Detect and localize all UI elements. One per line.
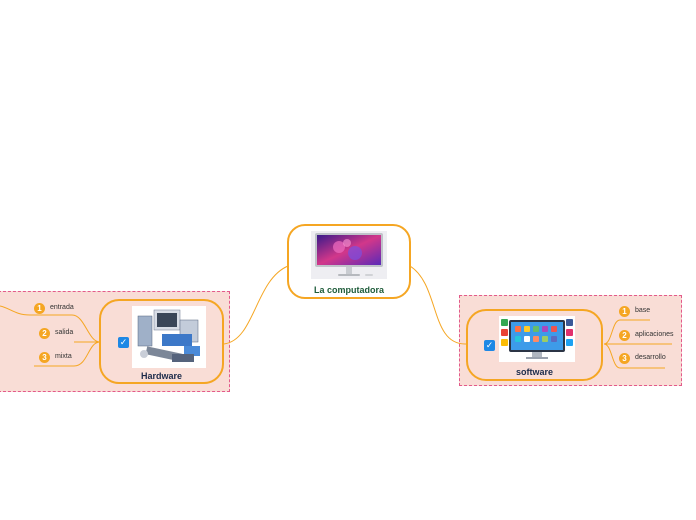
software-title: software [515,367,553,377]
link-software-leaf-3 [603,343,665,369]
link-software-leaf-1 [603,319,650,345]
central-title: La computadora [313,285,384,295]
software-node[interactable]: ✓ software [466,309,603,381]
leaf-label: aplicaciones [635,331,674,338]
hardware-leaf-salida[interactable]: 2 salida [39,328,76,342]
link-hardware-leaf-3 [34,341,101,367]
leaf-label: base [635,307,651,314]
number-badge-icon: 1 [619,306,630,317]
central-node[interactable]: La computadora [287,224,411,299]
link-hardware-leaf-1 [30,314,101,343]
hardware-title: Hardware [140,371,183,381]
hardware-leaf-mixta[interactable]: 3 mixta [39,352,76,366]
hardware-node[interactable]: ✓ Hardware [99,299,224,384]
number-badge-icon: 3 [39,352,50,363]
leaf-label: mixta [55,353,72,360]
leaf-label: salida [55,329,74,336]
software-leaf-base[interactable]: 1 base [619,306,651,320]
software-apps-monitor-image [499,316,575,362]
link-central-hardware [223,265,289,345]
number-badge-icon: 2 [619,330,630,341]
software-leaf-aplicaciones[interactable]: 2 aplicaciones [619,330,674,344]
hardware-leaf-entrada[interactable]: 1 entrada [34,303,76,317]
check-icon[interactable]: ✓ [118,337,129,348]
leaf-label: entrada [50,304,74,311]
software-leaf-desarrollo[interactable]: 3 desarrollo [619,353,666,367]
computer-monitor-image [311,231,387,279]
number-badge-icon: 3 [619,353,630,364]
number-badge-icon: 1 [34,303,45,314]
leaf-label: desarrollo [635,354,666,361]
link-hardware-offscreen [0,305,31,316]
check-icon[interactable]: ✓ [484,340,495,351]
hardware-devices-image [132,306,206,368]
number-badge-icon: 2 [39,328,50,339]
link-central-software [409,265,467,345]
